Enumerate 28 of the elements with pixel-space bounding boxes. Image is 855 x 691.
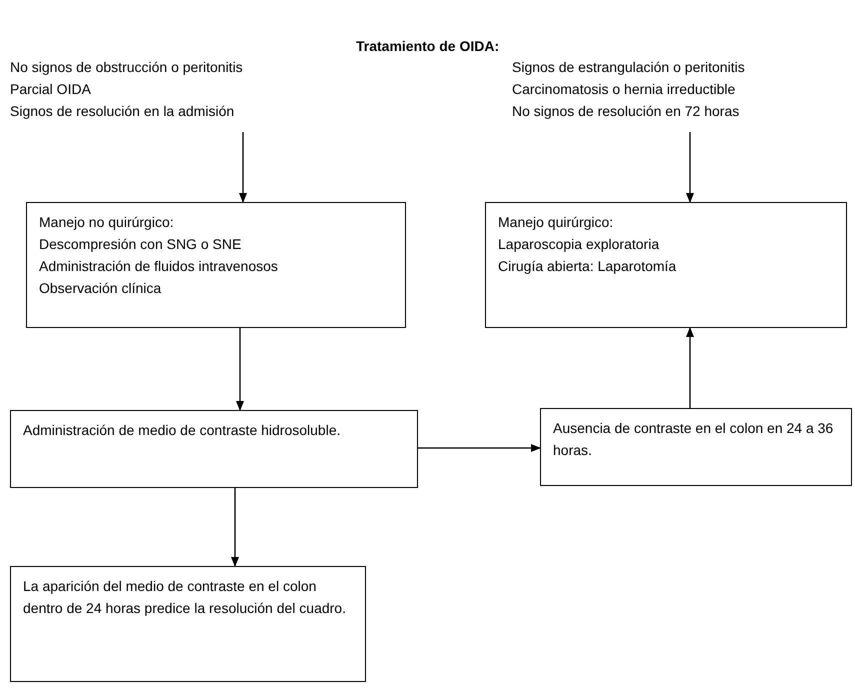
title: Tratamiento de OIDA: (356, 37, 500, 56)
node-text: No signos de resolución en 72 horas (512, 102, 740, 121)
node-text: Carcinomatosis o hernia irreductible (512, 80, 736, 99)
process-box (10, 566, 366, 682)
node-text: Manejo no quirúrgico: (39, 213, 175, 232)
arrow (686, 327, 694, 408)
node-text: Signos de resolución en la admisión (10, 102, 236, 121)
arrow (686, 132, 694, 203)
node-text: Cirugía abierta: Laparotomía (498, 257, 678, 276)
node-text: Administración de medio de contraste hidrosoluble. (23, 421, 342, 440)
process-box (485, 202, 847, 328)
process-box (26, 202, 406, 328)
node-text: Laparoscopia exploratoria (498, 235, 660, 254)
node-text: Parcial OIDA (10, 80, 92, 99)
arrow (231, 488, 239, 567)
node-text: No signos de obstrucción o peritonitis (10, 58, 244, 77)
node-text: Descompresión con SNG o SNE (39, 235, 242, 254)
arrow (236, 328, 244, 411)
node-text: La aparición del medio de contraste en el colon dentro de 24 horas predice la resolución del cuadro. (23, 577, 347, 618)
node-text: Signos de estrangulación o peritonitis (512, 58, 746, 77)
process-box (10, 410, 418, 488)
node-text: Ausencia de contraste en el colon en 24 a 36 horas. (553, 419, 834, 460)
node-text: Manejo quirúrgico: (498, 213, 614, 232)
node-text: Observación clínica (39, 279, 162, 298)
process-box (540, 408, 852, 486)
node-text: Administración de fluidos intravenosos (39, 257, 279, 276)
arrow (239, 132, 247, 203)
arrow (418, 444, 541, 452)
